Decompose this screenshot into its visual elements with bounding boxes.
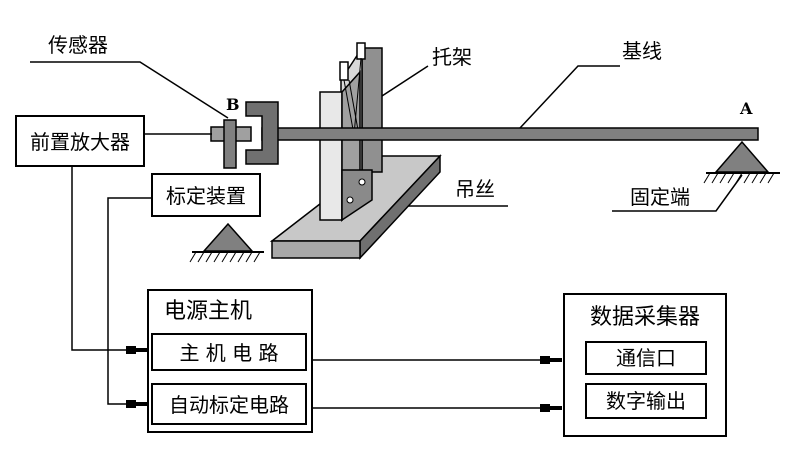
baseline-label: 基线	[622, 39, 662, 63]
point-b-label: B	[226, 95, 240, 114]
comm-port-box	[585, 341, 707, 375]
baseline-leader	[519, 65, 620, 129]
calibrator-label: 标定装置	[166, 184, 246, 208]
comm-port-label: 通信口	[616, 346, 676, 370]
data-collector-title: 数据采集器	[590, 305, 700, 330]
fixed-end-leader	[612, 174, 743, 212]
bracket-tower	[319, 42, 383, 222]
preamp-box: 前置放大器	[15, 115, 145, 167]
bracket-label: 托架	[432, 45, 472, 69]
main-circuit-box	[151, 333, 307, 371]
data-collector-box: 数据采集器 通信口 数字输出	[563, 293, 727, 437]
sensor-leader	[30, 61, 229, 119]
calibrator-box: 标定装置	[151, 173, 261, 217]
wiring	[71, 166, 542, 409]
main-circuit-label: 主 机 电 路	[179, 341, 278, 365]
suspension-wire-label: 吊丝	[455, 177, 495, 201]
power-host-title: 电源主机	[164, 299, 252, 324]
auto-cal-circuit-box	[151, 383, 307, 425]
baseline-beam	[261, 127, 759, 141]
auto-cal-circuit-label: 自动标定电路	[169, 393, 289, 417]
support-right-fixed-end	[703, 140, 780, 184]
digital-output-label: 数字输出	[606, 389, 686, 413]
sensor-label: 传感器	[48, 33, 108, 57]
point-a-label: A	[739, 99, 753, 118]
support-left	[189, 222, 264, 263]
power-host-box: 电源主机 主 机 电 路 自动标定电路	[147, 289, 313, 433]
connectors	[126, 346, 562, 412]
preamp-label: 前置放大器	[30, 130, 130, 154]
fixed-end-label: 固定端	[630, 185, 690, 209]
sensor-assembly	[210, 101, 279, 169]
digital-output-box	[585, 383, 707, 419]
